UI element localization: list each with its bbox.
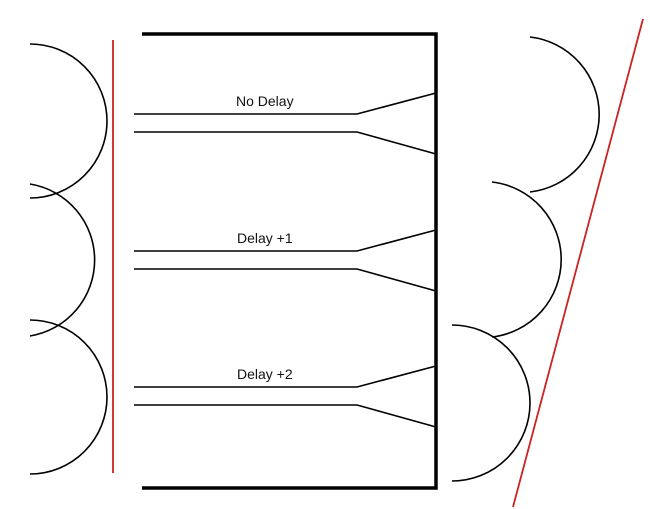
horn-delay-1 [134, 229, 437, 292]
left-arc-3 [29, 319, 108, 475]
horn-antennas [134, 92, 437, 428]
left-arc-2 [29, 183, 96, 337]
label-delay-2: Delay +2 [237, 366, 293, 382]
label-delay-1: Delay +1 [237, 230, 293, 246]
right-arc-1 [529, 36, 600, 193]
feed-box-outline [142, 32, 438, 490]
right-arc-3 [451, 324, 531, 482]
horn-delay-2 [134, 365, 437, 428]
left-arc-1 [29, 43, 108, 199]
label-no-delay: No Delay [236, 93, 294, 109]
right-wavefronts [451, 36, 600, 482]
right-arc-2 [491, 181, 562, 338]
right-wavefront-line [512, 18, 644, 508]
feed-box [142, 32, 438, 490]
horn-no-delay [134, 92, 437, 155]
left-wavefronts [29, 43, 108, 475]
